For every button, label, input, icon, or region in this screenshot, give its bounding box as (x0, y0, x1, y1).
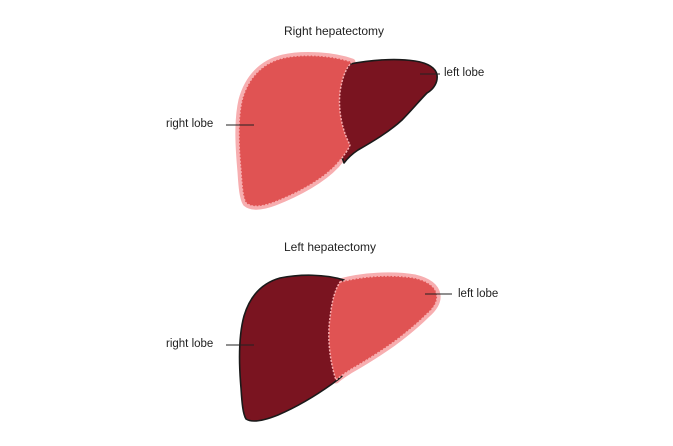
right-hepatectomy-liver (226, 51, 440, 210)
right-hepatectomy-title: Right hepatectomy (283, 24, 385, 38)
left-hepatectomy-title: Left hepatectomy (283, 240, 377, 254)
top-right-lobe-shape (238, 54, 354, 207)
top-right-lobe-label: right lobe (166, 118, 214, 130)
bottom-left-lobe-shape (328, 275, 438, 382)
top-left-lobe-shape (336, 58, 438, 164)
left-hepatectomy-liver (226, 272, 452, 422)
bottom-left-lobe-label: left lobe (458, 288, 499, 300)
bottom-right-lobe-label: right lobe (166, 338, 214, 350)
bottom-right-lobe-shape (238, 274, 345, 422)
top-left-lobe-label: left lobe (444, 67, 485, 79)
